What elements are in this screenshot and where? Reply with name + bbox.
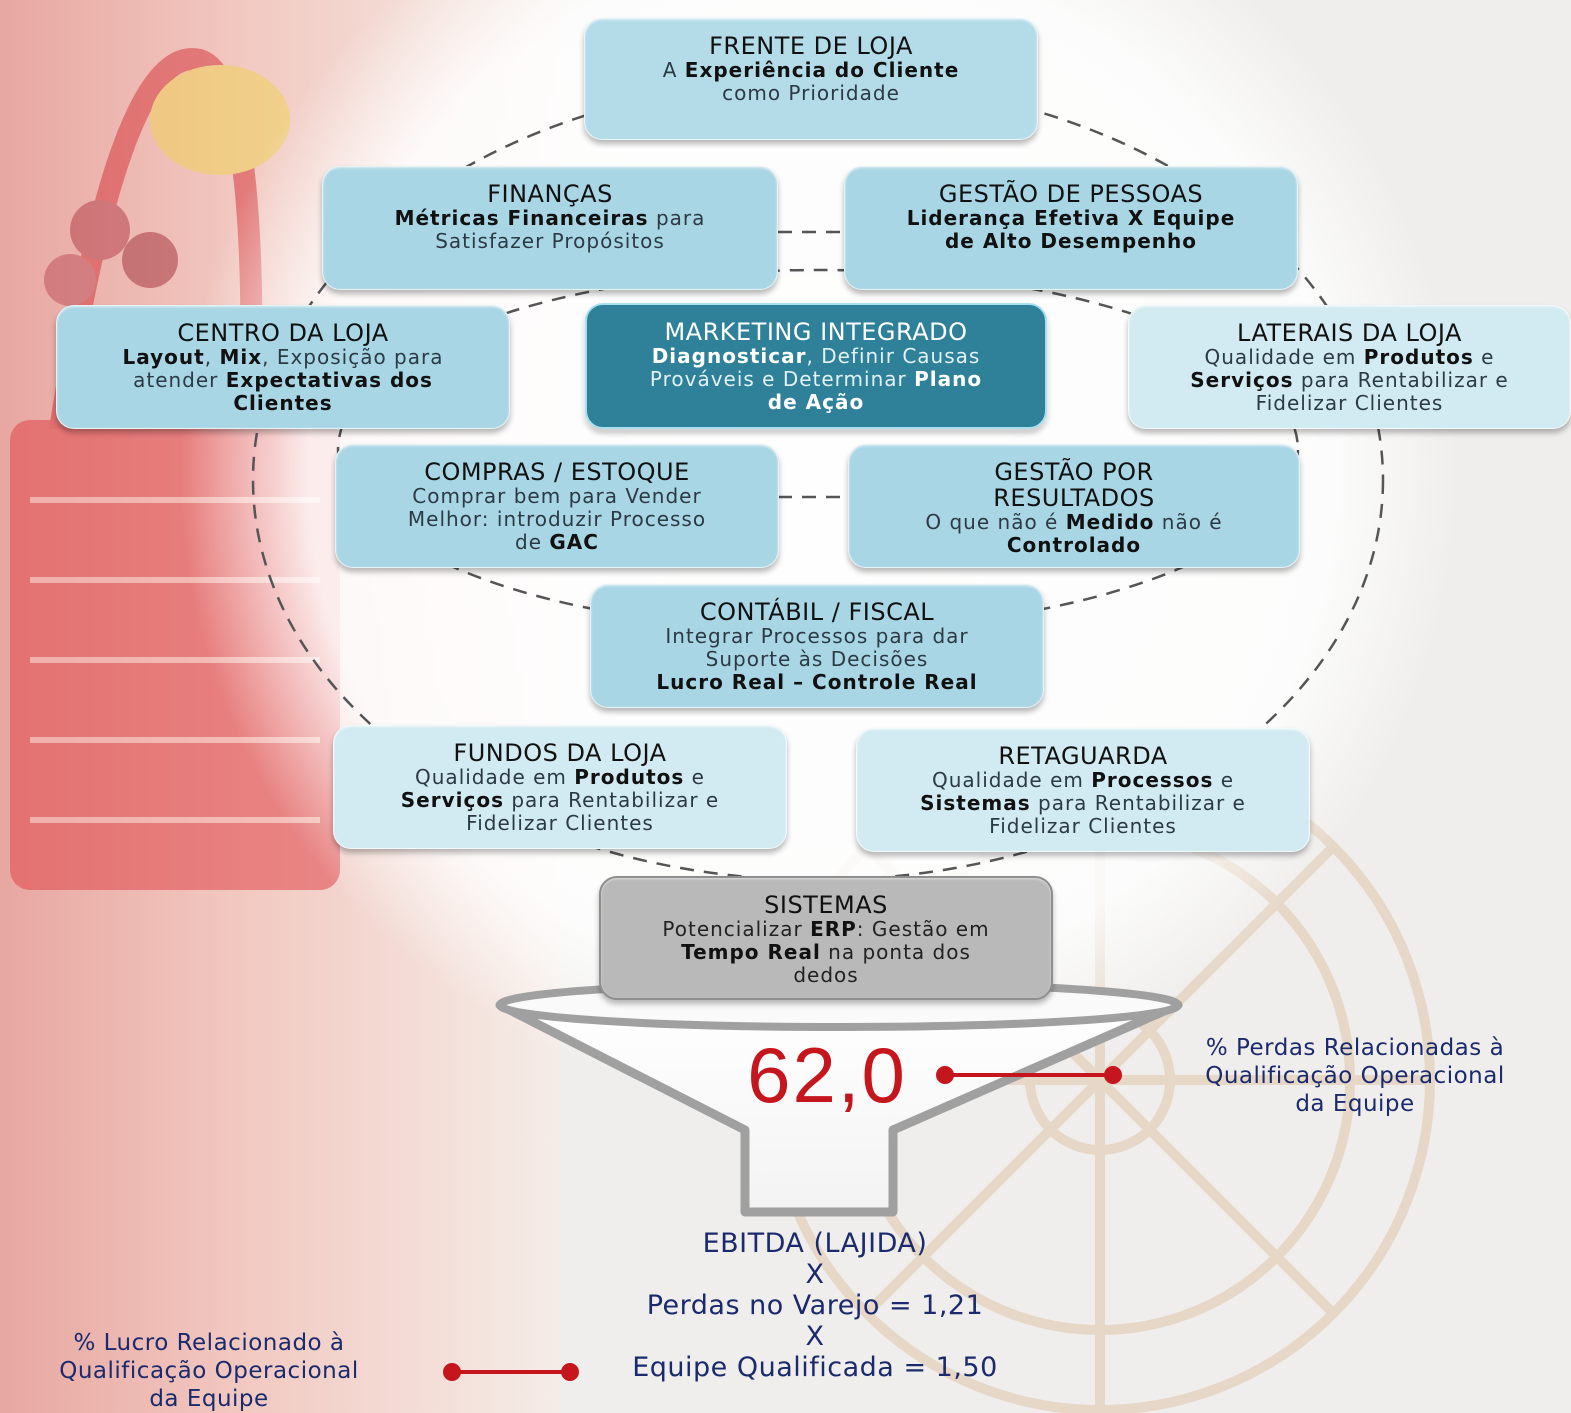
box-description: A Experiência do Cliente (662, 58, 960, 82)
funnel-value: 62,0 (747, 1031, 907, 1119)
box-description: O que não é Medido não é (925, 510, 1223, 534)
box-description: Controlado (1006, 533, 1142, 557)
left-connector (443, 1363, 579, 1381)
box-description: Satisfazer Propósitos (435, 229, 665, 253)
box-description: dedos (793, 963, 859, 987)
box-gestao-de-pessoas: GESTÃO DE PESSOAS Liderança Efetiva X Eq… (844, 166, 1298, 290)
box-description: como Prioridade (722, 81, 900, 105)
right-connector (936, 1066, 1122, 1084)
box-description: Tempo Real na ponta dos (681, 940, 971, 964)
box-sistemas: SISTEMAS Potencializar ERP: Gestão em Te… (599, 876, 1053, 1000)
left-note-line: % Lucro Relacionado à (73, 1330, 345, 1356)
box-description: Potencializar ERP: Gestão em (662, 917, 990, 941)
box-description: Sistemas para Rentabilizar e (920, 791, 1246, 815)
box-description: atender Expectativas dos (133, 368, 433, 392)
ebitda-formula: EBITDA (LAJIDA) X Perdas no Varejo = 1,2… (575, 1228, 1055, 1383)
box-title: RESULTADOS (993, 484, 1155, 512)
box-description: de GAC (515, 530, 599, 554)
box-title: FINANÇAS (487, 180, 613, 208)
formula-operator: X (805, 1259, 825, 1290)
box-financas: FINANÇAS Métricas Financeiras para Satis… (322, 166, 778, 290)
box-description: Qualidade em Processos e (931, 768, 1235, 792)
box-title: FUNDOS DA LOJA (453, 739, 667, 767)
box-description: Clientes (233, 391, 333, 415)
left-note-line: da Equipe (149, 1386, 269, 1412)
right-note-line: % Perdas Relacionadas à (1205, 1035, 1505, 1061)
right-note-line: Qualificação Operacional (1205, 1063, 1505, 1089)
box-description: Layout, Mix, Exposição para (122, 345, 444, 369)
box-gestao-por-resultados: GESTÃO POR RESULTADOS O que não é Medido… (848, 444, 1300, 568)
right-note: % Perdas Relacionadas à Qualificação Ope… (1150, 1034, 1560, 1118)
formula-line: Equipe Qualificada = 1,50 (632, 1352, 998, 1383)
box-contabil-fiscal: CONTÁBIL / FISCAL Integrar Processos par… (590, 584, 1044, 708)
box-frente-de-loja: FRENTE DE LOJA A Experiência do Cliente … (584, 18, 1038, 140)
box-title: MARKETING INTEGRADO (664, 318, 968, 346)
box-title: CENTRO DA LOJA (177, 319, 389, 347)
box-fundos-da-loja: FUNDOS DA LOJA Qualidade em Produtos e S… (333, 725, 787, 849)
box-description: Fidelizar Clientes (466, 811, 654, 835)
box-description: Métricas Financeiras para (394, 206, 706, 230)
box-description: de Ação (767, 390, 865, 414)
box-title: SISTEMAS (764, 891, 888, 919)
box-description: Lucro Real – Controle Real (656, 670, 978, 694)
formula-operator: X (805, 1321, 825, 1352)
box-title: FRENTE DE LOJA (709, 32, 913, 60)
box-title: GESTÃO POR (994, 458, 1154, 486)
box-marketing-integrado: MARKETING INTEGRADO Diagnosticar, Defini… (585, 303, 1047, 429)
box-retaguarda: RETAGUARDA Qualidade em Processos e Sist… (856, 728, 1310, 852)
formula-line: Perdas no Varejo = 1,21 (646, 1290, 984, 1321)
box-description: Serviços para Rentabilizar e (1190, 368, 1509, 392)
box-centro-da-loja: CENTRO DA LOJA Layout, Mix, Exposição pa… (56, 305, 510, 429)
box-description: Qualidade em Produtos e (1204, 345, 1495, 369)
box-compras-estoque: COMPRAS / ESTOQUE Comprar bem para Vende… (335, 444, 779, 568)
box-description: Qualidade em Produtos e (415, 765, 705, 789)
box-title: GESTÃO DE PESSOAS (938, 180, 1204, 208)
box-description: Diagnosticar, Definir Causas (651, 344, 981, 368)
box-description: Comprar bem para Vender (412, 484, 702, 508)
box-description: Fidelizar Clientes (1255, 391, 1444, 415)
box-description: Serviços para Rentabilizar e (400, 788, 720, 812)
left-note-line: Qualificação Operacional (59, 1358, 359, 1384)
box-title: LATERAIS DA LOJA (1237, 319, 1462, 347)
left-note: % Lucro Relacionado à Qualificação Opera… (4, 1329, 414, 1413)
box-description: Suporte às Decisões (705, 647, 929, 671)
box-description: Integrar Processos para dar (665, 624, 969, 648)
right-note-line: da Equipe (1295, 1091, 1415, 1117)
box-title: RETAGUARDA (998, 742, 1168, 770)
box-description: Liderança Efetiva X Equipe (906, 206, 1236, 230)
box-description: Melhor: introduzir Processo (407, 507, 707, 531)
box-description: Fidelizar Clientes (989, 814, 1177, 838)
formula-line: EBITDA (LAJIDA) (702, 1228, 928, 1259)
box-title: CONTÁBIL / FISCAL (699, 598, 935, 626)
box-title: COMPRAS / ESTOQUE (424, 458, 690, 486)
box-description: Prováveis e Determinar Plano (649, 367, 983, 391)
box-laterais-da-loja: LATERAIS DA LOJA Qualidade em Produtos e… (1128, 305, 1571, 429)
box-description: de Alto Desempenho (944, 229, 1197, 253)
